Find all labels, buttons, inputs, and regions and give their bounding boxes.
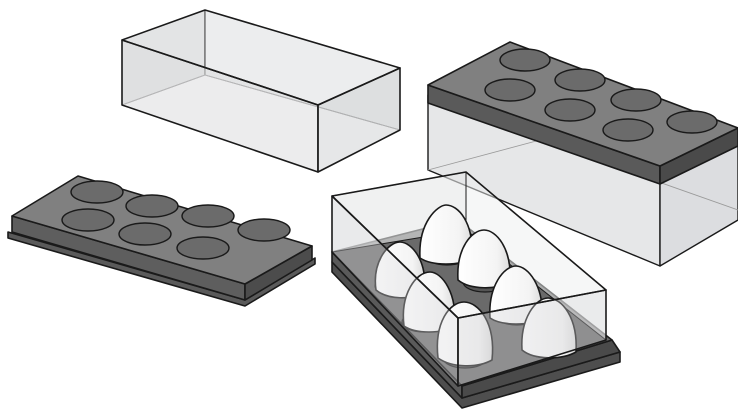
empty-tray-wells xyxy=(61,180,291,260)
well xyxy=(176,236,230,260)
egg xyxy=(457,229,511,289)
well xyxy=(61,208,115,232)
closed-carton-wells xyxy=(484,48,718,142)
well xyxy=(610,88,662,112)
well xyxy=(666,110,718,134)
egg xyxy=(419,204,473,265)
well xyxy=(499,48,551,72)
egg-carton-with-eggs xyxy=(331,171,621,409)
empty-clear-lid xyxy=(121,9,401,173)
well xyxy=(70,180,124,204)
well xyxy=(602,118,654,142)
well xyxy=(554,68,606,92)
well xyxy=(237,218,291,242)
well xyxy=(181,204,235,228)
well xyxy=(118,222,172,246)
closed-egg-carton xyxy=(427,41,738,267)
well xyxy=(125,194,179,218)
well xyxy=(544,98,596,122)
well xyxy=(484,78,536,102)
empty-egg-tray xyxy=(7,175,316,307)
egg xyxy=(402,271,456,333)
